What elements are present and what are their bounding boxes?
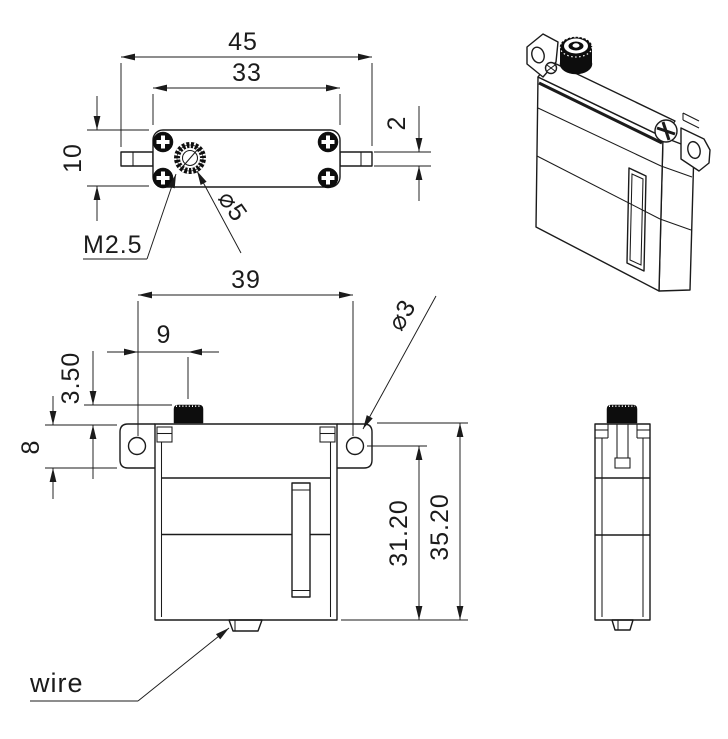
dim-9-text: 9 [157, 321, 172, 349]
iso-seam-upper [537, 107, 662, 167]
dim-3120-text: 31.20 [385, 499, 413, 567]
m25-text: M2.5 [83, 231, 143, 259]
dim-body-width: 10 [59, 96, 149, 221]
front-slot [291, 482, 311, 598]
side-shaft-boss [606, 404, 638, 424]
label-screw-thread: M2.5 [83, 173, 177, 260]
iso-right-ear [680, 127, 711, 172]
dim-45-text: 45 [228, 28, 258, 56]
dim-tab-thickness: 2 [374, 106, 431, 201]
side-body [594, 423, 651, 621]
front-shaft-boss [173, 404, 204, 424]
side-view [594, 404, 651, 631]
isometric-view [526, 33, 711, 292]
dim-10-text: 10 [59, 143, 87, 173]
dim-overall-height: 35.20 [341, 422, 468, 621]
dim-3520-text: 35.20 [426, 493, 454, 561]
label-hole-diameter: ⌀3 [362, 295, 437, 430]
dim-body-length: 33 [152, 59, 341, 125]
side-clips [595, 424, 650, 439]
dia5-text: ⌀5 [212, 186, 253, 227]
iso-left-ear-screw [544, 61, 558, 75]
wire-text: wire [29, 668, 84, 698]
front-left-hole [127, 436, 147, 456]
dim-2-text: 2 [383, 116, 411, 131]
dim-tab-height: 8 [17, 396, 117, 499]
dim-hole-spacing: 39 [137, 266, 354, 436]
front-clips [156, 426, 336, 443]
iso-top-edge [538, 81, 663, 145]
left-tab [120, 151, 154, 167]
iso-output-shaft [559, 36, 593, 75]
output-shaft-top [174, 142, 206, 174]
dim-39-text: 39 [231, 266, 261, 294]
iso-right-latch [682, 112, 700, 129]
dim-33-text: 33 [232, 59, 262, 87]
iso-seam-lower [536, 155, 661, 220]
dim-lower-body-height: 31.20 [367, 445, 427, 620]
iso-seam-lower-side [659, 218, 692, 231]
corner-screws [152, 131, 339, 189]
iso-right-screw [654, 119, 678, 143]
dim-350-text: 3.50 [57, 352, 85, 405]
iso-right-ear-hole [687, 140, 701, 160]
iso-left-ear-hole [531, 46, 545, 64]
front-right-hole [345, 436, 365, 456]
front-right-ear [337, 423, 373, 469]
side-wire-exit [611, 619, 634, 631]
iso-slot-inner [629, 173, 644, 266]
dim-shaft-boss-height: 3.50 [45, 351, 172, 479]
side-channel [614, 424, 631, 469]
label-wire: wire [29, 627, 230, 702]
dia3-text: ⌀3 [382, 295, 422, 336]
top-view: 45 33 10 2 M2.5 [59, 28, 431, 260]
iso-seam-upper-side [660, 165, 693, 178]
dim-hole-to-shaft: 9 [107, 321, 219, 399]
dim-8-text: 8 [17, 440, 45, 455]
right-tab [339, 151, 373, 167]
dim-overall-length: 45 [120, 28, 373, 147]
iso-slot-outer [626, 167, 647, 272]
front-wire-exit [228, 619, 263, 632]
front-view: 39 9 3.50 8 31.20 [17, 266, 468, 702]
front-left-ear [119, 423, 155, 469]
